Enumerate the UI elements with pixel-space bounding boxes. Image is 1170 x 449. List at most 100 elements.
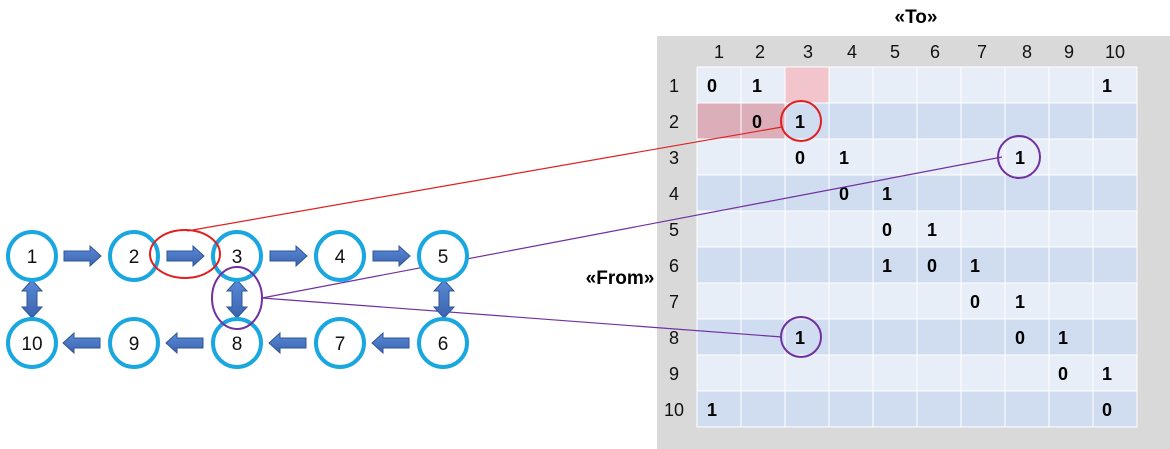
arrow-1-10-bidirectional [20,279,44,319]
matrix-cell-bg [740,138,786,176]
matrix-cell-bg [784,210,830,248]
node-circle [6,230,58,282]
matrix-cell-bg [1048,354,1094,392]
matrix-cell-bg [696,246,742,284]
matrix-cell-bg [1004,354,1050,392]
matrix-cell-bg [696,138,742,176]
arrow-6-to-7 [371,331,410,355]
node-label: 9 [129,334,140,355]
matrix-cell-bg [960,390,1006,428]
node-7: 7 [314,317,366,369]
matrix-cell-bg [828,318,874,356]
matrix-cell-bg [1048,246,1094,284]
cell-value: 1 [882,184,892,204]
matrix-cell-bg [1004,174,1050,212]
node-circle [417,230,469,282]
graph-arrows [20,244,456,355]
matrix-cell-bg [916,210,962,248]
matrix-cell-bg [916,282,962,320]
matrix-cell-bg [960,66,1006,104]
matrix-cell-bg [696,282,742,320]
matrix-cell-bg [828,66,874,104]
cell-value: 1 [795,112,805,132]
matrix-cell-bg [784,246,830,284]
matrix-cell-bg [872,282,918,320]
matrix-cell-bg [960,246,1006,284]
cell-value: 0 [752,112,762,132]
matrix-cell-bg [960,102,1006,140]
matrix-cell-bg [1092,138,1138,176]
matrix-cell-bg [916,66,962,104]
column-header: 1 [714,42,724,62]
cell-value: 0 [927,256,937,276]
matrix-cell-bg [1092,318,1138,356]
matrix-cell-bg [916,102,962,140]
matrix-cell-bg [696,102,742,140]
matrix-cell-bg [916,390,962,428]
matrix-cell-bg [960,210,1006,248]
node-5: 5 [417,230,469,282]
matrix-cell-bg [1004,246,1050,284]
graph-highlight-purple-ellipse [211,266,263,330]
matrix-cell-bg [784,282,830,320]
cell-value: 0 [1102,400,1112,420]
arrow-9-to-10 [62,331,101,355]
arrow-8-to-9 [165,331,204,355]
node-circle [6,317,58,369]
node-2: 2 [108,230,160,282]
matrix-cell-bg [696,66,742,104]
cell-value: 0 [707,76,717,96]
matrix-cell-bg [784,354,830,392]
node-circle [314,317,366,369]
matrix-cell-bg [696,174,742,212]
matrix-cell-bg [1092,210,1138,248]
matrix-cell-bg [1048,390,1094,428]
node-circle [108,230,160,282]
matrix-highlight-red-circle [780,100,822,142]
matrix-cell-bg [784,174,830,212]
node-1: 1 [6,230,58,282]
node-circle [108,317,160,369]
column-header: 7 [977,42,987,62]
column-header: 10 [1105,42,1125,62]
node-label: 2 [129,247,140,268]
matrix-cell-bg [872,390,918,428]
node-8: 8 [211,317,263,369]
node-label: 3 [232,247,243,268]
graph-highlight-red-ellipse [149,229,221,279]
column-header: 3 [803,42,813,62]
node-3: 3 [211,230,263,282]
matrix-cell-bg [916,318,962,356]
node-circle [211,230,263,282]
cell-value: 1 [1058,328,1068,348]
arrow-5-6-bidirectional [432,279,456,319]
matrix-cell-bg [784,390,830,428]
matrix-cell-bg [828,282,874,320]
node-10: 10 [6,317,58,369]
arrow-7-to-8 [268,331,307,355]
matrix-cell-bg [740,282,786,320]
matrix-cell-bg [1004,282,1050,320]
matrix-cell-bg [1048,282,1094,320]
node-label: 1 [27,247,38,268]
matrix-cell-bg [960,318,1006,356]
matrix-cell-bg [696,210,742,248]
matrix-cell-bg [960,354,1006,392]
matrix-cell-bg [740,210,786,248]
matrix-cell-bg [1048,102,1094,140]
node-circle [314,230,366,282]
column-header: 2 [755,42,765,62]
node-label: 6 [438,334,449,355]
matrix-cell-bg [784,318,830,356]
node-4: 4 [314,230,366,282]
matrix-cell-bg [1092,102,1138,140]
matrix-cell-bg [1048,210,1094,248]
matrix-cell-bg [1092,66,1138,104]
matrix-cell-bg [872,318,918,356]
matrix-cell-bg [828,246,874,284]
node-label: 8 [232,334,243,355]
matrix-cell-bg [828,390,874,428]
matrix-cell-bg [740,390,786,428]
matrix-cell-bg [828,138,874,176]
